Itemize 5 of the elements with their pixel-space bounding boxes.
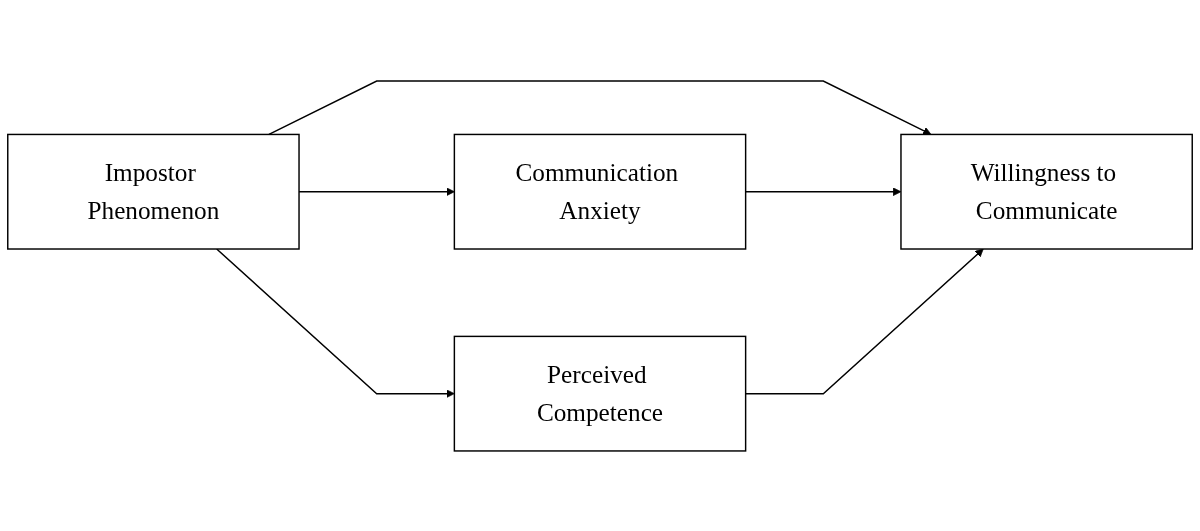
arrow: [216, 247, 455, 398]
node-box: Perceived Competence: [453, 335, 747, 452]
node-box: Willingness to Communicate: [900, 133, 1193, 250]
node-box: Impostor Phenomenon: [7, 133, 300, 250]
node-box: Communication Anxiety: [453, 133, 747, 250]
